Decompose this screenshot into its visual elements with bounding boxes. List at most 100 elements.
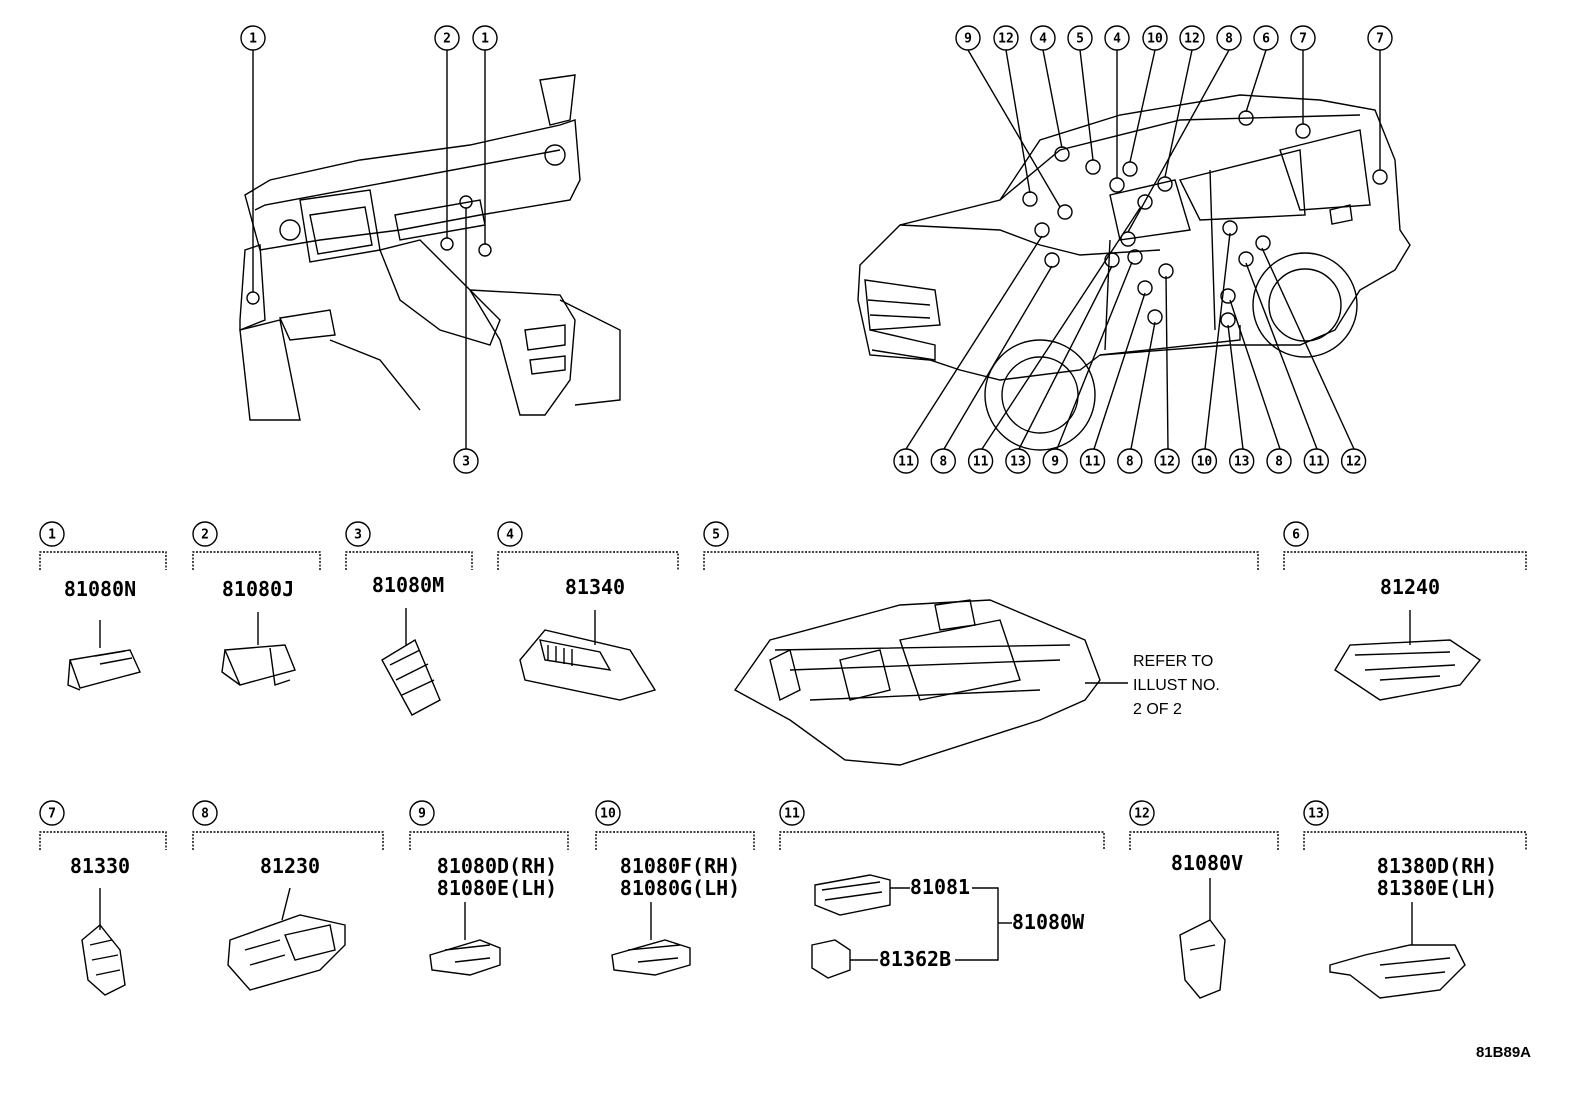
callout-exterior-top: 4: [1104, 25, 1130, 51]
callout-exterior-top: 6: [1253, 25, 1279, 51]
callout-exterior-bottom: 11: [967, 448, 994, 474]
callout-circle: [472, 25, 498, 51]
callout-exterior-top: 7: [1290, 25, 1316, 51]
part-number: 81330: [70, 854, 130, 878]
callout-number: 6: [1292, 528, 1300, 543]
section-number: 11: [779, 800, 805, 826]
callout-number: 8: [1225, 32, 1233, 47]
interior-bottom-callouts: 3: [453, 448, 479, 474]
callout-exterior-top: 10: [1142, 25, 1168, 51]
section-number: 9: [409, 800, 435, 826]
part-illustration-4: [519, 610, 657, 701]
section-7: 7 81330: [39, 800, 167, 878]
exterior-callout-leaders: [905, 49, 1388, 450]
part-number: 81362B: [879, 947, 951, 971]
callout-number: 9: [418, 807, 426, 822]
callout-circle: [893, 448, 919, 474]
callout-exterior-top: 5: [1067, 25, 1093, 51]
callout-exterior-bottom: 11: [1303, 448, 1330, 474]
section-bracket: [595, 831, 755, 850]
callout-circle: [453, 448, 479, 474]
callout-interior-top: 2: [434, 25, 460, 51]
section-number: 12: [1129, 800, 1155, 826]
callout-exterior-bottom: 8: [1266, 448, 1292, 474]
part-illustrations-row-2: [81, 874, 1466, 999]
callout-exterior-top: 12: [993, 25, 1019, 51]
section-5: 5: [703, 521, 1259, 570]
callout-circle: [703, 521, 729, 547]
callout-circle: [434, 25, 460, 51]
section-number: 13: [1303, 800, 1329, 826]
callout-number: 11: [784, 807, 800, 822]
vehicle-exterior-illustration: [857, 94, 1411, 451]
callout-interior-top: 1: [472, 25, 498, 51]
callout-circle: [1079, 448, 1106, 474]
section-bracket: [409, 831, 569, 850]
refer-note-line-3: 2 OF 2: [1133, 701, 1182, 718]
part-number: 81080E(LH): [437, 876, 557, 900]
part-number: 81080N: [64, 577, 136, 601]
callout-exterior-bottom: 13: [1228, 448, 1255, 474]
callout-exterior-bottom: 11: [1079, 448, 1106, 474]
callout-circle: [955, 25, 981, 51]
callout-number: 9: [964, 32, 972, 47]
section-number: 1: [39, 521, 65, 547]
section-number: 3: [345, 521, 371, 547]
section-bracket: [779, 831, 1105, 850]
part-illustration-3: [381, 608, 441, 716]
section-number: 7: [39, 800, 65, 826]
part-number: 81080V: [1171, 851, 1243, 875]
section-bracket: [497, 551, 679, 570]
callout-number: 8: [939, 455, 947, 470]
part-illustration-1: [67, 620, 141, 691]
callout-number: 8: [1275, 455, 1283, 470]
diagram-code: 81B89A: [1476, 1044, 1531, 1061]
section-number: 2: [192, 521, 218, 547]
callout-number: 4: [1039, 32, 1047, 47]
callout-number: 4: [506, 528, 514, 543]
callout-number: 12: [998, 32, 1014, 47]
callout-number: 3: [462, 455, 470, 470]
part-number: 81080F(RH): [620, 854, 740, 878]
section-number: 10: [595, 800, 621, 826]
callout-circle: [1340, 448, 1367, 474]
part-number: 81230: [260, 854, 320, 878]
callout-circle: [1266, 448, 1292, 474]
callout-exterior-bottom: 8: [1117, 448, 1143, 474]
callout-circle: [39, 521, 65, 547]
callout-number: 12: [1184, 32, 1200, 47]
part-number: 81380E(LH): [1377, 876, 1497, 900]
callout-number: 10: [600, 807, 616, 822]
callout-exterior-top: 7: [1367, 25, 1393, 51]
part-illustration-5: [733, 599, 1128, 766]
callout-exterior-bottom: 9: [1042, 448, 1068, 474]
callout-number: 13: [1234, 455, 1250, 470]
callout-circle: [1154, 448, 1180, 474]
callout-exterior-top: 12: [1179, 25, 1205, 51]
callout-number: 8: [201, 807, 209, 822]
callout-circle: [1030, 25, 1056, 51]
section-bracket: [1129, 831, 1279, 850]
callout-circle: [779, 800, 805, 826]
callout-circle: [1303, 448, 1330, 474]
section-12: 12 81080V: [1129, 800, 1279, 875]
callout-number: 10: [1147, 32, 1163, 47]
callout-circle: [1228, 448, 1255, 474]
callout-exterior-bottom: 12: [1340, 448, 1367, 474]
callout-circle: [930, 448, 956, 474]
part-illustration-10: [611, 902, 691, 976]
part-illustration-8: [227, 887, 346, 991]
callout-circle: [967, 448, 994, 474]
section-bracket: [1303, 831, 1527, 850]
callout-circle: [345, 521, 371, 547]
callout-exterior-top: 4: [1030, 25, 1056, 51]
section-bracket: [39, 831, 167, 850]
callout-number: 2: [443, 32, 451, 47]
section-1: 1 81080N: [39, 521, 167, 601]
